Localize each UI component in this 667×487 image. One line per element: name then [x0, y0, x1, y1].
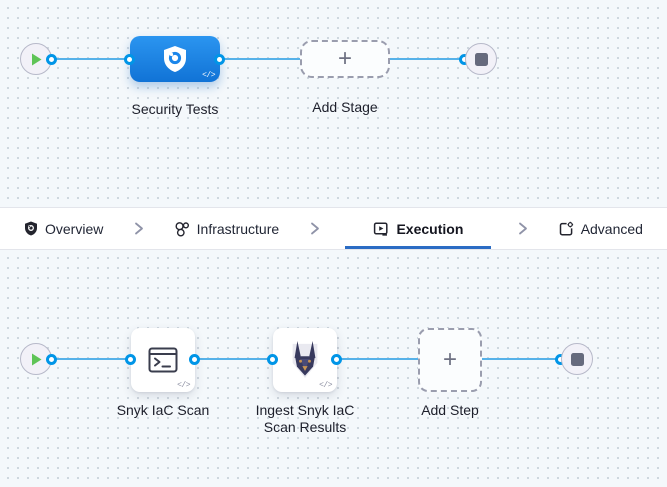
connector-port	[214, 54, 225, 65]
stop-icon	[570, 352, 584, 366]
tab-overview[interactable]: Overview	[20, 208, 107, 249]
add-step-label: Add Step	[421, 402, 479, 418]
play-icon	[31, 353, 41, 365]
execution-end-node	[561, 343, 593, 375]
stage-label: Security Tests	[131, 101, 219, 117]
plus-icon: +	[337, 45, 352, 72]
tab-label: Overview	[45, 220, 104, 237]
stop-icon	[474, 52, 488, 66]
security-shield-icon	[164, 46, 186, 72]
connector-port	[46, 54, 57, 65]
play-icon	[31, 53, 41, 65]
terminal-icon	[148, 347, 178, 373]
yaml-badge: </>	[319, 381, 332, 390]
connector-port	[124, 54, 135, 65]
connector-port	[267, 354, 278, 365]
add-stage-button[interactable]: +	[300, 40, 390, 78]
stage-graph-canvas[interactable]: </> Security Tests + Add Stage	[0, 0, 667, 207]
chevron-right-icon	[308, 208, 321, 249]
step-label: Ingest Snyk IaC Scan Results	[255, 402, 355, 435]
yaml-badge: </>	[202, 71, 215, 80]
shield-icon	[25, 221, 37, 236]
tab-execution[interactable]: Execution	[345, 208, 492, 249]
add-step-button[interactable]: +	[418, 328, 482, 392]
snyk-dog-icon	[292, 341, 318, 379]
connector-port	[125, 354, 136, 365]
tab-label: Execution	[396, 220, 464, 237]
cluster-icon	[175, 221, 189, 237]
tab-advanced[interactable]: Advanced	[554, 208, 647, 249]
add-stage-label: Add Stage	[312, 99, 378, 115]
step-graph-canvas[interactable]: </> Snyk IaC Scan </> Ingest Snyk IaC Sc…	[0, 250, 667, 487]
stage-node-security-tests[interactable]: </>	[130, 36, 220, 82]
step-node-snyk-iac-scan[interactable]: </>	[131, 328, 195, 392]
step-node-ingest-snyk-results[interactable]: </>	[273, 328, 337, 392]
tab-label: Advanced	[580, 220, 643, 237]
plus-icon: +	[442, 346, 457, 373]
stage-connector-line	[51, 58, 463, 60]
connector-port	[189, 354, 200, 365]
step-label: Snyk IaC Scan	[116, 402, 210, 418]
connector-port	[46, 354, 57, 365]
pipeline-end-node	[465, 43, 497, 75]
chevron-right-icon	[516, 208, 529, 249]
tab-label: Infrastructure	[196, 220, 280, 237]
tab-infrastructure[interactable]: Infrastructure	[170, 208, 283, 249]
yaml-badge: </>	[177, 381, 190, 390]
run-icon	[374, 221, 389, 236]
settings-box-icon	[559, 221, 573, 235]
connector-port	[331, 354, 342, 365]
chevron-right-icon	[132, 208, 145, 249]
stage-config-tabbar: Overview Infrastructure Execution	[0, 207, 667, 250]
